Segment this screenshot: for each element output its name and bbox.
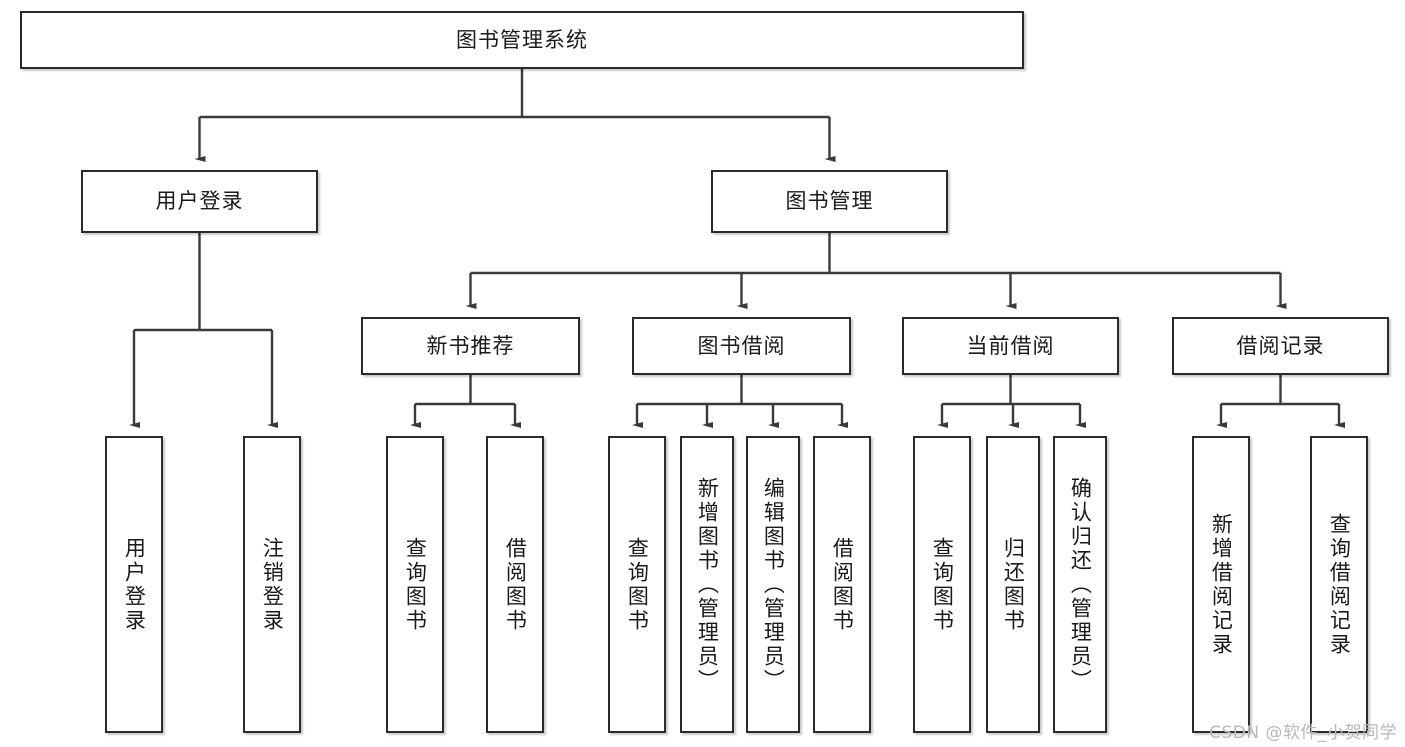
node-label-leaf-borrow-book-2: 借阅图书 xyxy=(830,536,855,633)
node-leaf-query-record[interactable]: 查询借阅记录 xyxy=(1310,436,1368,733)
node-leaf-borrow-book-1[interactable]: 借阅图书 xyxy=(486,436,544,733)
node-label-new-book-rec: 新书推荐 xyxy=(426,333,515,358)
node-leaf-add-book[interactable]: 新增图书（管理员） xyxy=(680,436,734,733)
node-label-leaf-query-book-2: 查询图书 xyxy=(625,536,650,633)
watermark-text: CSDN @软件_小贺同学 xyxy=(1209,723,1397,743)
node-label-leaf-borrow-book-1: 借阅图书 xyxy=(503,536,528,633)
node-leaf-borrow-book-2[interactable]: 借阅图书 xyxy=(813,436,871,733)
node-label-user-login: 用户登录 xyxy=(155,189,244,214)
node-leaf-query-book-3[interactable]: 查询图书 xyxy=(913,436,971,733)
node-label-book-borrow: 图书借阅 xyxy=(697,333,786,358)
node-label-leaf-return-book: 归还图书 xyxy=(1001,536,1026,633)
node-label-leaf-query-book-3: 查询图书 xyxy=(930,536,955,633)
node-label-leaf-query-record: 查询借阅记录 xyxy=(1327,512,1352,657)
node-leaf-edit-book[interactable]: 编辑图书（管理员） xyxy=(746,436,800,733)
node-current-borrow[interactable]: 当前借阅 xyxy=(902,317,1119,375)
node-label-root: 图书管理系统 xyxy=(456,27,588,52)
node-leaf-return-book[interactable]: 归还图书 xyxy=(986,436,1040,733)
node-book-manage[interactable]: 图书管理 xyxy=(711,170,948,233)
node-label-current-borrow: 当前借阅 xyxy=(966,333,1055,358)
node-label-leaf-user-login: 用户登录 xyxy=(122,536,147,633)
node-label-leaf-edit-book: 编辑图书（管理员） xyxy=(761,476,786,693)
node-leaf-confirm-return[interactable]: 确认归还（管理员） xyxy=(1053,436,1107,733)
node-root[interactable]: 图书管理系统 xyxy=(20,11,1024,69)
node-label-leaf-query-book-1: 查询图书 xyxy=(403,536,428,633)
node-leaf-query-book-1[interactable]: 查询图书 xyxy=(386,436,444,733)
node-label-leaf-add-book: 新增图书（管理员） xyxy=(695,476,720,693)
node-label-leaf-logout: 注销登录 xyxy=(260,536,285,633)
node-label-book-manage: 图书管理 xyxy=(785,189,874,214)
node-label-leaf-confirm-return: 确认归还（管理员） xyxy=(1068,476,1093,693)
node-new-book-rec[interactable]: 新书推荐 xyxy=(361,317,580,375)
node-label-borrow-record: 借阅记录 xyxy=(1236,333,1325,358)
node-leaf-add-record[interactable]: 新增借阅记录 xyxy=(1192,436,1250,733)
node-borrow-record[interactable]: 借阅记录 xyxy=(1172,317,1389,375)
node-leaf-logout[interactable]: 注销登录 xyxy=(243,436,301,733)
node-leaf-user-login[interactable]: 用户登录 xyxy=(105,436,163,733)
node-user-login[interactable]: 用户登录 xyxy=(81,170,318,233)
node-book-borrow[interactable]: 图书借阅 xyxy=(632,317,851,375)
node-leaf-query-book-2[interactable]: 查询图书 xyxy=(608,436,666,733)
node-label-leaf-add-record: 新增借阅记录 xyxy=(1209,512,1234,657)
